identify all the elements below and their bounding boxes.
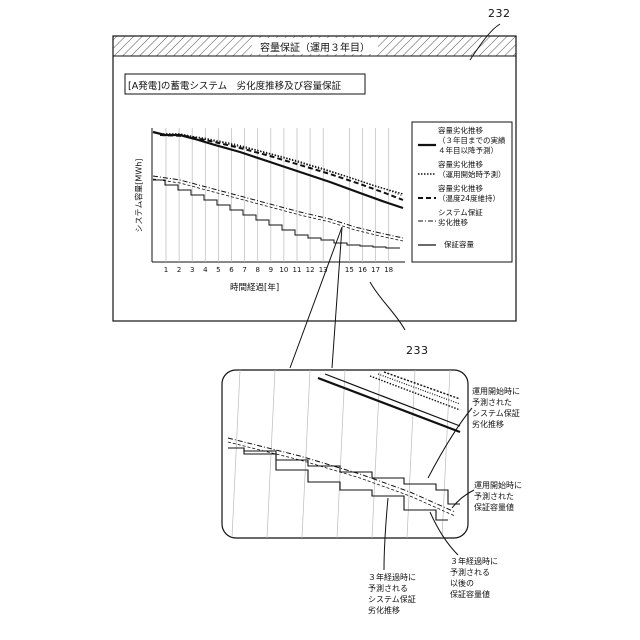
legend-item-4: システム保証 劣化推移 <box>438 208 514 228</box>
legend-item-1: 容量劣化推移 （３年目までの実績 ４年目以降予測） <box>438 126 514 156</box>
x-tick-label: 18 <box>381 266 397 274</box>
x-tick-label: 13 <box>315 266 331 274</box>
callout-initial-system-warranty: 運用開始時に 予測された システム保証 劣化推移 <box>472 386 520 430</box>
chart-ylabel: システム容量[MWh] <box>134 141 145 251</box>
callout-year3-guaranteed-capacity: ３年経過時に 予測される 以後の 保証容量値 <box>450 556 498 600</box>
callout-year3-system-warranty: ３年経過時に 予測される システム保証 劣化推移 <box>368 572 416 616</box>
ref-chart: 233 <box>406 344 429 357</box>
callout-initial-guaranteed-capacity: 運用開始時に 予測された 保証容量値 <box>474 480 522 513</box>
legend-item-5: 保証容量 <box>444 240 514 250</box>
legend-item-2: 容量劣化推移 （運用開始時予測） <box>438 160 514 180</box>
chart-subtitle: [A発電]の蓄電システム 劣化度推移及び容量保証 <box>128 78 364 92</box>
ref-window: 232 <box>488 7 511 20</box>
legend-item-3: 容量劣化推移 （温度24度維持） <box>438 184 514 204</box>
window-title: 容量保証（運用３年目） <box>252 39 378 54</box>
chart-xlabel: 時間経過[年] <box>230 281 279 293</box>
